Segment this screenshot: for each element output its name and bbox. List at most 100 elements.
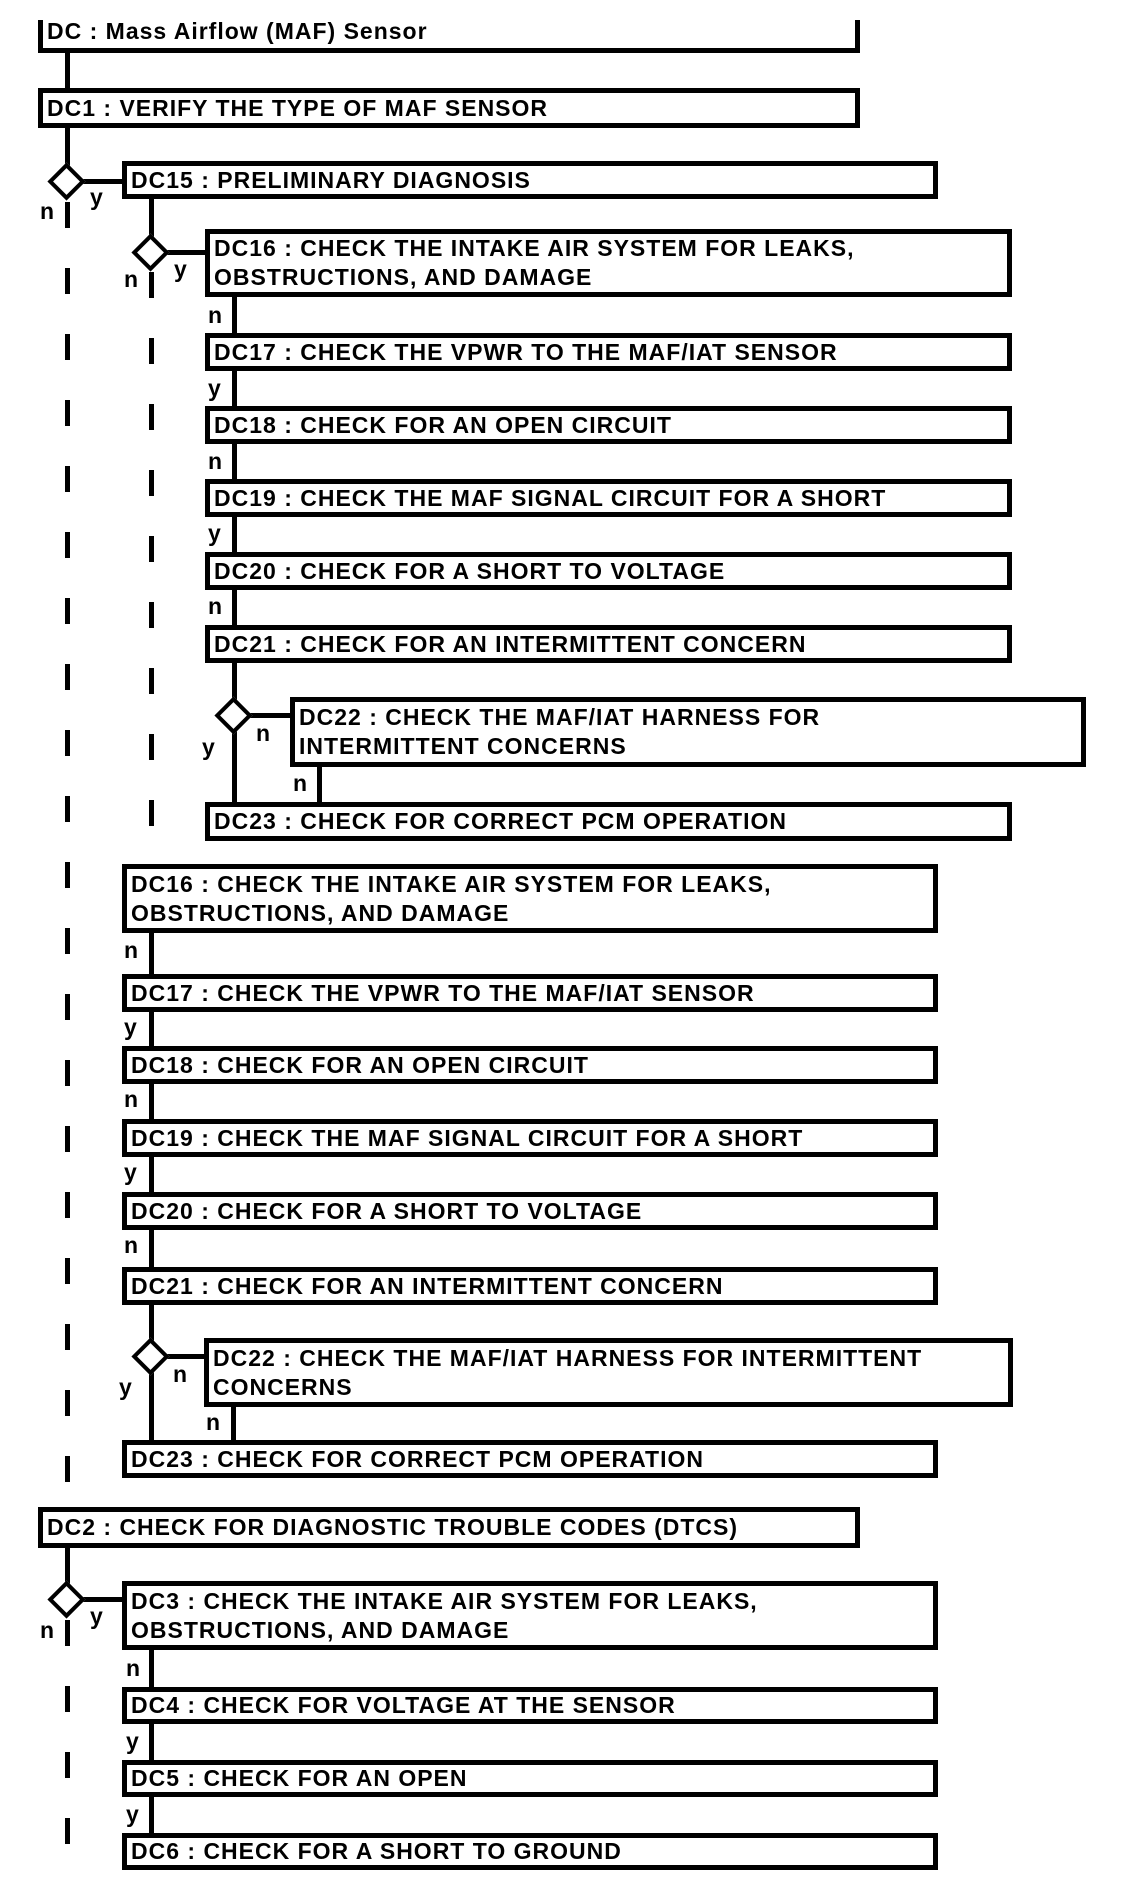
node-label: DC17 : CHECK THE VPWR TO THE MAF/IAT SEN…	[214, 338, 838, 365]
node-label: DC23 : CHECK FOR CORRECT PCM OPERATION	[214, 808, 787, 834]
branch-label-yes: y	[126, 1801, 139, 1827]
node-dc22-outer: DC22 : CHECK THE MAF/IAT HARNESS FOR INT…	[204, 1338, 1013, 1407]
node-label: DC22 : CHECK THE MAF/IAT HARNESS FOR	[299, 704, 821, 730]
node-dc17-inner: DC17 : CHECK THE VPWR TO THE MAF/IAT SEN…	[205, 333, 1012, 371]
connector-vertical	[232, 587, 237, 628]
decision-diamond-dc21-outer	[131, 1337, 170, 1376]
node-dc18-inner: DC18 : CHECK FOR AN OPEN CIRCUIT	[205, 406, 1012, 444]
connector-vertical	[65, 125, 70, 182]
node-dc23-inner: DC23 : CHECK FOR CORRECT PCM OPERATION	[205, 802, 1012, 841]
connector-vertical	[149, 1081, 154, 1121]
connector-horizontal	[151, 1354, 206, 1359]
node-label: DC4 : CHECK FOR VOLTAGE AT THE SENSOR	[131, 1692, 676, 1718]
branch-label-yes: y	[202, 734, 215, 760]
node-dc2: DC2 : CHECK FOR DIAGNOSTIC TROUBLE CODES…	[38, 1507, 860, 1548]
node-label: OBSTRUCTIONS, AND DAMAGE	[214, 264, 593, 290]
branch-label-no: n	[40, 198, 55, 224]
connector-vertical	[149, 1721, 154, 1762]
branch-label-yes: y	[124, 1159, 137, 1185]
connector-vertical	[317, 764, 322, 804]
connector-horizontal	[67, 179, 124, 184]
node-label: DC16 : CHECK THE INTAKE AIR SYSTEM FOR L…	[131, 870, 772, 897]
node-label: DC23 : CHECK FOR CORRECT PCM OPERATION	[131, 1445, 704, 1472]
node-label: OBSTRUCTIONS, AND DAMAGE	[131, 899, 510, 926]
node-dc22-inner: DC22 : CHECK THE MAF/IAT HARNESS FOR INT…	[290, 697, 1086, 767]
node-label: DC19 : CHECK THE MAF SIGNAL CIRCUIT FOR …	[214, 484, 887, 511]
connector-vertical	[149, 1009, 154, 1048]
node-dc21-outer: DC21 : CHECK FOR AN INTERMITTENT CONCERN	[122, 1267, 938, 1305]
node-label: DC18 : CHECK FOR AN OPEN CIRCUIT	[214, 411, 672, 438]
connector-vertical	[149, 1795, 154, 1835]
node-label: INTERMITTENT CONCERNS	[299, 733, 627, 759]
node-dc5: DC5 : CHECK FOR AN OPEN	[122, 1760, 938, 1797]
connector-vertical	[232, 294, 237, 336]
connector-vertical	[232, 368, 237, 409]
node-label: DC21 : CHECK FOR AN INTERMITTENT CONCERN	[214, 630, 807, 657]
connector-dashed	[65, 1620, 70, 1850]
node-label: DC3 : CHECK THE INTAKE AIR SYSTEM FOR LE…	[131, 1587, 758, 1614]
branch-label-no: n	[124, 266, 139, 292]
node-label: DC20 : CHECK FOR A SHORT TO VOLTAGE	[131, 1197, 643, 1224]
branch-label-yes: y	[174, 256, 187, 282]
node-label: DC16 : CHECK THE INTAKE AIR SYSTEM FOR L…	[214, 235, 855, 261]
node-dc16-inner: DC16 : CHECK THE INTAKE AIR SYSTEM FOR L…	[205, 229, 1012, 297]
branch-label-no: n	[293, 770, 308, 796]
node-dc17-outer: DC17 : CHECK THE VPWR TO THE MAF/IAT SEN…	[122, 974, 938, 1012]
branch-label-no: n	[206, 1409, 221, 1435]
connector-vertical	[232, 660, 237, 716]
connector-vertical	[232, 441, 237, 482]
branch-label-no: n	[208, 448, 223, 474]
branch-label-yes: y	[126, 1728, 139, 1754]
connector-vertical	[149, 1227, 154, 1269]
node-dc18-outer: DC18 : CHECK FOR AN OPEN CIRCUIT	[122, 1046, 938, 1084]
node-dc20-outer: DC20 : CHECK FOR A SHORT TO VOLTAGE	[122, 1192, 938, 1230]
node-label: DC6 : CHECK FOR A SHORT TO GROUND	[131, 1838, 622, 1864]
node-label: DC1 : VERIFY THE TYPE OF MAF SENSOR	[47, 94, 549, 121]
connector-vertical	[149, 1302, 154, 1357]
node-dc4: DC4 : CHECK FOR VOLTAGE AT THE SENSOR	[122, 1687, 938, 1724]
connector-vertical	[149, 1647, 154, 1689]
branch-label-no: n	[124, 937, 139, 963]
connector-dashed	[149, 272, 154, 864]
node-label: OBSTRUCTIONS, AND DAMAGE	[131, 1616, 510, 1643]
node-dc23-outer: DC23 : CHECK FOR CORRECT PCM OPERATION	[122, 1440, 938, 1478]
node-label: DC5 : CHECK FOR AN OPEN	[131, 1765, 468, 1791]
connector-vertical	[65, 1545, 70, 1600]
decision-diamond-dc2	[47, 1580, 86, 1619]
branch-label-yes: y	[119, 1374, 132, 1400]
node-label: DC17 : CHECK THE VPWR TO THE MAF/IAT SEN…	[131, 979, 755, 1006]
node-dc20-inner: DC20 : CHECK FOR A SHORT TO VOLTAGE	[205, 552, 1012, 590]
connector-horizontal	[234, 713, 292, 718]
branch-label-no: n	[208, 302, 223, 328]
connector-vertical	[232, 514, 237, 555]
node-dc6: DC6 : CHECK FOR A SHORT TO GROUND	[122, 1833, 938, 1870]
node-label: DC18 : CHECK FOR AN OPEN CIRCUIT	[131, 1051, 589, 1078]
branch-label-no: n	[126, 1655, 141, 1681]
connector-vertical	[149, 1154, 154, 1194]
branch-label-no: n	[40, 1617, 55, 1643]
node-label: DC21 : CHECK FOR AN INTERMITTENT CONCERN	[131, 1272, 724, 1299]
node-dc19-inner: DC19 : CHECK THE MAF SIGNAL CIRCUIT FOR …	[205, 479, 1012, 517]
node-label: DC20 : CHECK FOR A SHORT TO VOLTAGE	[214, 557, 726, 584]
branch-label-no: n	[208, 593, 223, 619]
decision-diamond-dc21-inner	[214, 696, 253, 735]
decision-diamond-dc1	[47, 162, 86, 201]
branch-label-no: n	[256, 720, 271, 746]
node-label: DC19 : CHECK THE MAF SIGNAL CIRCUIT FOR …	[131, 1124, 804, 1151]
connector-vertical	[149, 930, 154, 976]
branch-label-no: n	[124, 1232, 139, 1258]
branch-label-yes: y	[90, 184, 103, 210]
connector-horizontal	[151, 250, 207, 255]
branch-label-yes: y	[90, 1603, 103, 1629]
node-dc-header: DC : Mass Airflow (MAF) Sensor	[38, 20, 860, 53]
branch-label-yes: y	[208, 520, 221, 546]
connector-vertical	[231, 1404, 236, 1442]
node-dc16-outer: DC16 : CHECK THE INTAKE AIR SYSTEM FOR L…	[122, 864, 938, 933]
node-label: DC15 : PRELIMINARY DIAGNOSIS	[131, 166, 531, 193]
node-label: DC22 : CHECK THE MAF/IAT HARNESS FOR INT…	[213, 1344, 923, 1371]
node-dc3: DC3 : CHECK THE INTAKE AIR SYSTEM FOR LE…	[122, 1581, 938, 1650]
node-label: DC2 : CHECK FOR DIAGNOSTIC TROUBLE CODES…	[47, 1514, 738, 1540]
branch-label-no: n	[173, 1361, 188, 1387]
branch-label-yes: y	[124, 1014, 137, 1040]
